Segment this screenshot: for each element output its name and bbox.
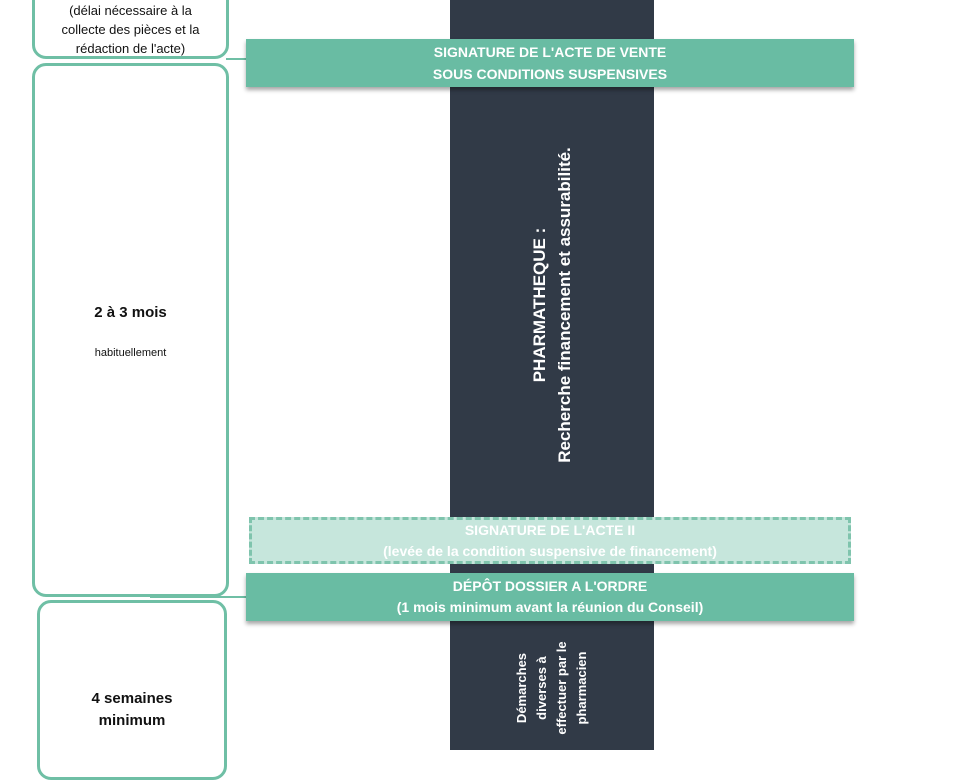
demarches-line: effectuer par le: [554, 641, 569, 735]
duration-box-top: (délai nécessaire à la collecte des pièc…: [32, 0, 229, 59]
bar-line: DÉPÔT DOSSIER A L'ORDRE: [452, 578, 648, 594]
signature-acte2-bar: SIGNATURE DE L'ACTE II (levée de la cond…: [249, 517, 851, 564]
duration-middle-label: 2 à 3 mois: [94, 304, 167, 321]
duration-bottom-line: 4 semaines: [91, 690, 173, 707]
duration-box-top-line: (délai nécessaire à la: [69, 3, 192, 18]
timeline-column: [450, 0, 654, 750]
duration-box-top-line: rédaction de l'acte): [75, 41, 186, 56]
connector-line: [150, 596, 250, 598]
duration-bottom-line: minimum: [98, 712, 166, 729]
bar-line: SIGNATURE DE L'ACTE DE VENTE: [433, 44, 667, 60]
connector-line: [226, 58, 250, 60]
depot-dossier-bar: DÉPÔT DOSSIER A L'ORDRE (1 mois minimum …: [246, 573, 854, 621]
demarches-line: pharmacien: [574, 651, 589, 725]
demarches-line: diverses à: [534, 656, 549, 720]
demarches-label: Démarches diverses à effectuer par le ph…: [512, 628, 592, 748]
duration-box-middle: 2 à 3 mois habituellement: [32, 63, 229, 597]
pharmatheque-title: PHARMATHEQUE :: [530, 227, 549, 383]
bar-line: SIGNATURE DE L'ACTE II: [464, 521, 636, 538]
bar-line: SOUS CONDITIONS SUSPENSIVES: [432, 66, 668, 82]
bar-line: (1 mois minimum avant la réunion du Cons…: [396, 599, 704, 615]
duration-box-bottom: 4 semaines minimum: [37, 600, 227, 780]
signature-vente-bar: SIGNATURE DE L'ACTE DE VENTE SOUS CONDIT…: [246, 39, 854, 87]
duration-box-top-line: collecte des pièces et la: [61, 22, 200, 37]
duration-middle-note: habituellement: [94, 347, 167, 359]
bar-line: (levée de la condition suspensive de fin…: [383, 542, 717, 559]
demarches-line: Démarches: [514, 652, 529, 724]
pharmatheque-label: PHARMATHEQUE : Recherche financement et …: [527, 130, 577, 480]
pharmatheque-subtitle: Recherche financement et assurabilité.: [555, 147, 574, 463]
